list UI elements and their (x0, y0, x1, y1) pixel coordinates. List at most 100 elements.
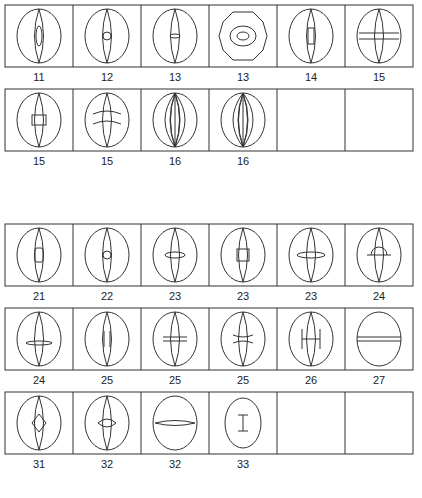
stoma-outline (289, 9, 333, 63)
type-number: 26 (277, 373, 345, 387)
guard-cells (103, 228, 112, 282)
stroke (98, 419, 116, 427)
stoma-outline (357, 228, 401, 282)
stoma-outline (17, 9, 61, 63)
stoma-outline (85, 228, 129, 282)
table-rule (73, 89, 74, 151)
type-number: 13 (209, 70, 277, 84)
stroke (165, 252, 185, 258)
stoma-complex (219, 12, 267, 60)
table-rule (345, 224, 346, 286)
type-number: 32 (73, 457, 141, 471)
type-number: 31 (5, 457, 73, 471)
stroke (233, 341, 253, 343)
stoma-outline (153, 228, 197, 282)
table-rule (209, 308, 210, 370)
table-frame (5, 308, 413, 370)
table-rule (345, 5, 346, 67)
type-number: 22 (73, 289, 141, 303)
stroke (93, 121, 121, 124)
stroke (163, 341, 187, 342)
stroke (357, 341, 401, 342)
stroke (93, 111, 121, 114)
guard-cells (103, 312, 112, 366)
stroke (237, 32, 249, 40)
stroke (32, 414, 46, 432)
stoma-outline (221, 228, 265, 282)
table-rule (277, 392, 278, 454)
type-number: 16 (141, 154, 209, 168)
stoma-outline (85, 9, 129, 63)
stroke (302, 339, 320, 340)
table-rule (277, 5, 278, 67)
table-rule (345, 89, 346, 151)
table-rule (209, 89, 210, 151)
table-rule (277, 308, 278, 370)
type-number: 11 (5, 70, 73, 84)
stroke (155, 421, 195, 426)
table-rule (345, 308, 346, 370)
guard-cells (171, 93, 180, 147)
stoma-outline (85, 312, 129, 366)
guard-cells (103, 9, 112, 63)
stroke (175, 93, 185, 147)
type-number: 32 (141, 457, 209, 471)
type-number: 25 (141, 373, 209, 387)
guard-cells (35, 396, 44, 450)
guard-cells (239, 312, 248, 366)
guard-cells (239, 93, 248, 147)
type-number: 21 (5, 289, 73, 303)
stroke (104, 331, 105, 347)
stroke (233, 93, 243, 147)
stoma-outline (85, 93, 129, 147)
stroke (359, 39, 399, 40)
type-number: 12 (73, 70, 141, 84)
stoma-outline (357, 9, 401, 63)
stoma-outline (17, 312, 61, 366)
stoma-outline (225, 398, 261, 448)
type-number: 15 (345, 70, 413, 84)
table-rule (73, 392, 74, 454)
stroke (243, 93, 248, 147)
table-rule (141, 89, 142, 151)
guard-cells (103, 396, 112, 450)
type-number: 15 (73, 154, 141, 168)
table-rule (209, 224, 210, 286)
stoma-outline (17, 396, 61, 450)
stroke (308, 28, 314, 44)
stroke (175, 93, 180, 147)
guard-cells (35, 93, 44, 147)
stroke (103, 251, 111, 259)
stoma-outline (153, 396, 197, 450)
stroke (238, 415, 248, 431)
guard-cells (103, 93, 112, 147)
type-number: 25 (209, 373, 277, 387)
type-number: 13 (141, 70, 209, 84)
table-rule (73, 224, 74, 286)
table-frame (5, 224, 413, 286)
table-rule (345, 392, 346, 454)
stroke (170, 93, 175, 147)
guard-cells (171, 312, 180, 366)
type-number: 24 (345, 289, 413, 303)
stroke (163, 337, 187, 338)
guard-cells (171, 9, 180, 63)
table-frame (5, 5, 413, 67)
type-number: 24 (5, 373, 73, 387)
table-rule (141, 224, 142, 286)
type-number: 23 (141, 289, 209, 303)
stoma-outline (153, 312, 197, 366)
stroke (175, 93, 176, 147)
stoma-outline (357, 312, 401, 366)
stoma-outline (17, 228, 61, 282)
stoma-outline (221, 93, 265, 147)
stroke (243, 93, 244, 147)
stroke (367, 255, 391, 256)
table-rule (141, 392, 142, 454)
guard-cells (307, 228, 316, 282)
stroke (359, 33, 399, 34)
stroke (170, 34, 180, 38)
type-number: 15 (5, 154, 73, 168)
stroke (26, 341, 52, 345)
